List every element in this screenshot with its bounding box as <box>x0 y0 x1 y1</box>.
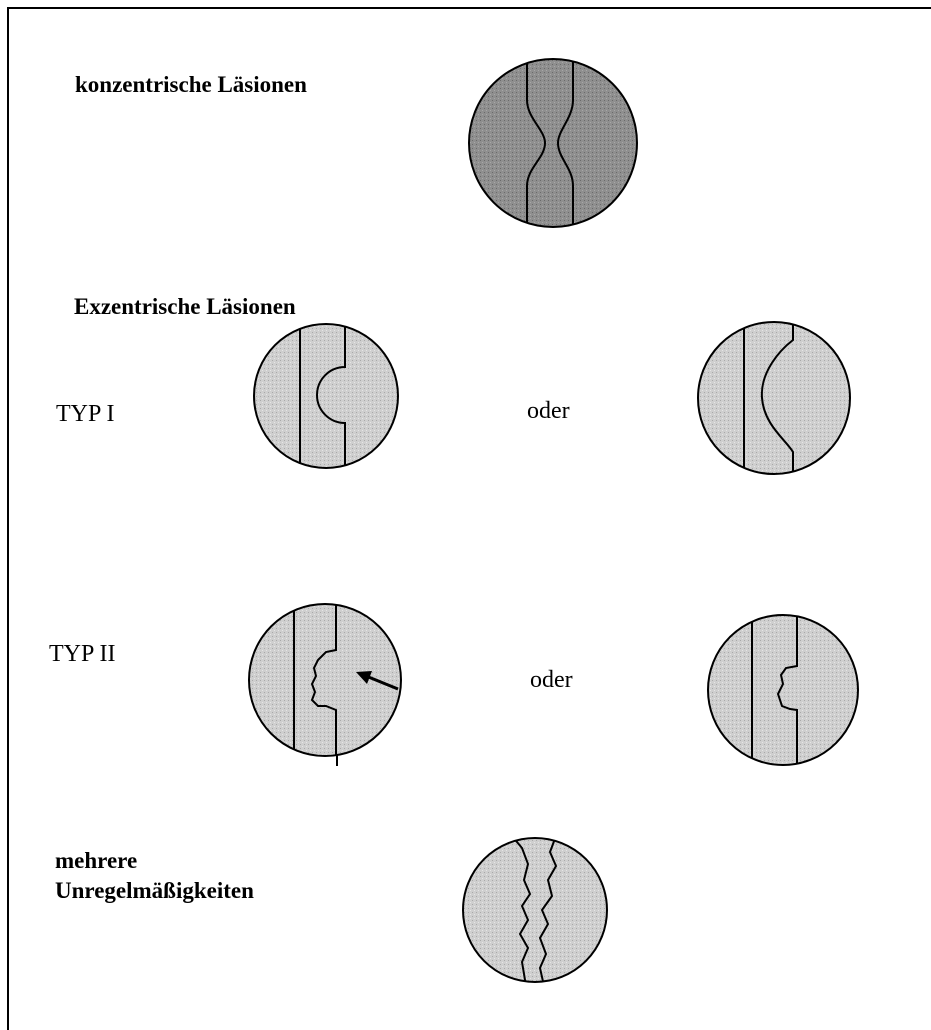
eccentric-type1-figure-a <box>254 315 398 480</box>
multiple-irregularities-heading: mehrere Unregelmäßigkeiten <box>55 846 254 906</box>
eccentric-type1-figure-b <box>698 315 850 485</box>
concentric-lesion-figure <box>469 50 637 240</box>
or-label-type1: oder <box>527 398 570 425</box>
type1-label: TYP I <box>56 401 114 428</box>
multiple-irregularities-line2: Unregelmäßigkeiten <box>55 876 254 906</box>
eccentric-type2-figure-a <box>249 598 401 766</box>
multiple-irregularities-figure <box>463 836 607 986</box>
or-label-type2: oder <box>530 667 573 694</box>
concentric-lesions-heading: konzentrische Läsionen <box>75 72 307 98</box>
eccentric-type2-figure-b <box>708 610 858 775</box>
multiple-irregularities-line1: mehrere <box>55 846 254 876</box>
eccentric-lesions-heading: Exzentrische Läsionen <box>74 294 296 320</box>
type2-label: TYP II <box>49 641 115 668</box>
